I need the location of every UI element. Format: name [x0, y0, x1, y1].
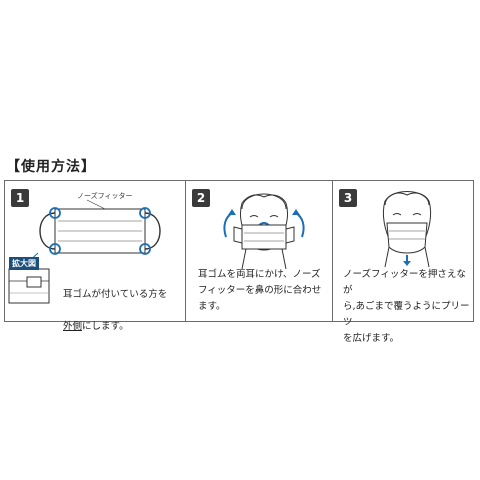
step-3-panel: 3 ノーズフィッターを押さえなが ら,あごまで覆うようにプリーツ を広げます。	[333, 181, 473, 344]
step-3-number: 3	[339, 189, 357, 207]
step-1-line2-rest: にします。	[82, 321, 129, 332]
face-mask-worn-illustration	[382, 191, 432, 268]
section-title: 【使用方法】	[6, 159, 96, 175]
divider-2	[332, 181, 333, 321]
step-2-panel: 2 耳ゴムを両耳にかけ、ノーズ フィッターを鼻の形に合わせ ます。	[186, 181, 332, 321]
step-1-outer-side: 外側	[63, 321, 83, 332]
step-1-description: 耳ゴムが付いている方を 外側にします。	[63, 271, 167, 351]
step-1-number: 1	[11, 189, 29, 207]
instructions-frame: 1 ノーズフィッター 拡大図 耳ゴムが付いている方を 外側にします。	[4, 180, 474, 344]
step-1-line1: 耳ゴムが付いている方を	[63, 289, 168, 300]
nose-fitter-label: ノーズフィッター	[77, 192, 133, 200]
step-2-description: 耳ゴムを両耳にかけ、ノーズ フィッターを鼻の形に合わせ ます。	[198, 269, 322, 312]
face-ear-loops-illustration	[223, 193, 305, 270]
step-1-panel: 1 ノーズフィッター 拡大図 耳ゴムが付いている方を 外側にします。	[5, 181, 185, 332]
step-2-number: 2	[192, 189, 210, 207]
step-3-description: ノーズフィッターを押さえなが ら,あごまで覆うようにプリーツ を広げます。	[343, 269, 470, 344]
divider-1	[185, 181, 186, 321]
zoom-badge: 拡大図	[9, 257, 39, 270]
step-1-line2: 外側にします。	[63, 319, 167, 335]
